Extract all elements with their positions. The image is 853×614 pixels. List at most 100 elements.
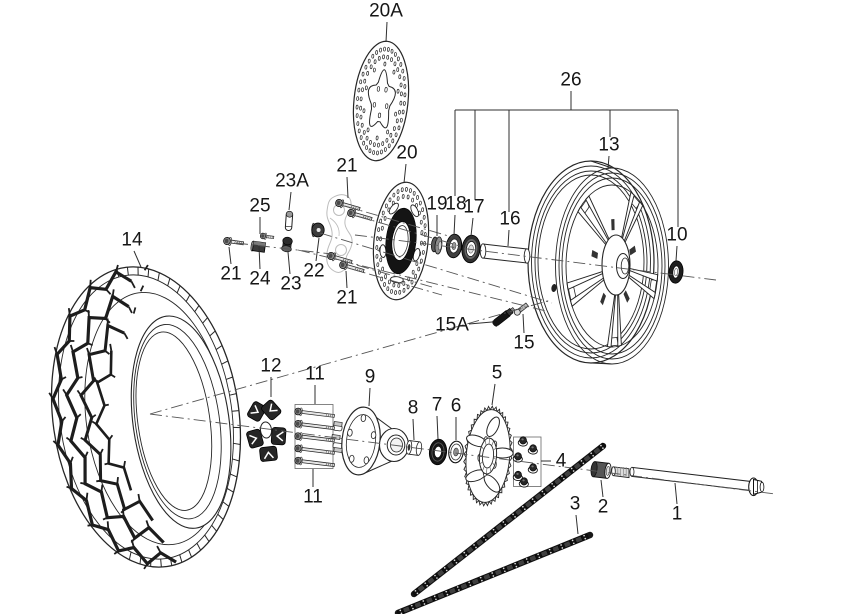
callout-20A: 20A xyxy=(369,1,403,43)
nut-4 xyxy=(512,452,523,463)
wheel-rim xyxy=(527,160,669,365)
callout-10: 10 xyxy=(666,225,688,262)
callout-4: 4 xyxy=(541,451,567,472)
part-number-label: 16 xyxy=(499,209,520,230)
callout-11-bottom: 11 xyxy=(303,469,323,508)
part-number-label: 24 xyxy=(249,269,271,290)
bolt-11 xyxy=(294,407,335,418)
leader-line xyxy=(491,383,496,406)
part-number-label: 23A xyxy=(275,171,309,192)
bushing-23 xyxy=(281,236,293,253)
callout-11-top: 11 xyxy=(305,364,325,404)
part-number-label: 3 xyxy=(570,494,581,515)
bearing-18 xyxy=(445,233,463,259)
part-number-label: 17 xyxy=(463,197,484,218)
callout-20: 20 xyxy=(396,143,418,184)
part-number-label: 5 xyxy=(492,363,503,384)
part-number-label: 11 xyxy=(305,364,325,385)
part-number-label: 13 xyxy=(598,135,619,156)
callout-19: 19 xyxy=(426,194,448,236)
leader-line xyxy=(287,251,291,275)
part-number-label: 20 xyxy=(396,143,417,164)
leader-line xyxy=(522,313,525,334)
part-number-label: 20A xyxy=(369,1,403,22)
callout-12: 12 xyxy=(260,356,282,397)
part-number-label: 15 xyxy=(513,333,534,354)
part-number-label: 18 xyxy=(445,194,466,215)
leader-line xyxy=(453,214,456,236)
chain-run-lower xyxy=(394,531,594,614)
part-number-label: 19 xyxy=(426,194,447,215)
callout-9: 9 xyxy=(365,367,376,407)
bolt-11 xyxy=(294,444,335,455)
callout-7: 7 xyxy=(432,395,443,440)
callout-1: 1 xyxy=(672,482,682,525)
callout-26: 26 xyxy=(454,70,679,227)
spacer-2 xyxy=(590,461,612,479)
callout-22: 22 xyxy=(303,237,325,282)
leader-line xyxy=(674,482,678,505)
callout-23A: 23A xyxy=(275,171,309,211)
bolt-21 xyxy=(347,209,373,221)
screw-15 xyxy=(513,302,529,316)
bolt-11 xyxy=(294,419,335,431)
hub-9 xyxy=(331,406,410,476)
leader-line xyxy=(228,246,232,265)
leader-line xyxy=(385,21,388,43)
nut-4 xyxy=(517,436,528,447)
nut-4 xyxy=(518,477,529,488)
callout-21-left: 21 xyxy=(220,246,242,285)
pin-23a xyxy=(284,210,294,231)
brake-disc-20a xyxy=(352,40,410,162)
part-number-label: 21 xyxy=(336,288,357,309)
part-number-label: 25 xyxy=(249,196,270,217)
callout-15A: 15A xyxy=(435,315,493,336)
part-number-label: 11 xyxy=(303,487,323,508)
part-number-label: 6 xyxy=(451,396,462,417)
callout-21-top: 21 xyxy=(336,156,358,199)
bearing-17 xyxy=(461,234,481,264)
callout-15: 15 xyxy=(513,313,535,354)
leader-line xyxy=(403,163,407,184)
center-lines xyxy=(149,205,776,495)
bolt-11 xyxy=(294,432,335,443)
leader-line xyxy=(436,415,439,440)
nut-4 xyxy=(527,444,538,455)
part-number-label: 15A xyxy=(435,315,469,336)
callout-25: 25 xyxy=(249,196,271,234)
part-number-label: 10 xyxy=(666,225,687,246)
leader-line xyxy=(412,418,415,441)
tire xyxy=(48,264,242,570)
part-number-label: 14 xyxy=(121,230,143,251)
washer-10 xyxy=(668,260,684,284)
part-number-label: 22 xyxy=(303,261,324,282)
callout-13: 13 xyxy=(598,135,620,170)
leader-line xyxy=(507,229,510,247)
callout-8: 8 xyxy=(408,398,418,441)
leader-line xyxy=(368,387,371,407)
callout-23: 23 xyxy=(280,251,302,295)
valve-15a xyxy=(492,307,516,327)
bolt-21 xyxy=(339,261,365,273)
part-number-label: 7 xyxy=(432,395,443,416)
leader-line xyxy=(258,245,261,270)
bolt-25 xyxy=(259,232,275,240)
nut-set-4 xyxy=(512,436,542,488)
callout-24: 24 xyxy=(249,245,271,290)
bolt-11 xyxy=(294,456,335,467)
leader-line xyxy=(675,245,678,262)
part-number-label: 4 xyxy=(556,451,567,472)
callout-17: 17 xyxy=(463,197,485,237)
part-number-label: 26 xyxy=(560,70,581,91)
callout-2: 2 xyxy=(598,479,608,518)
leader-line xyxy=(315,237,320,262)
bolt-21 xyxy=(335,199,361,211)
part-number-label: 9 xyxy=(365,367,376,388)
axle-1 xyxy=(611,466,765,497)
cush-drive-12 xyxy=(246,399,287,462)
sprocket-5 xyxy=(463,405,514,507)
leader-line xyxy=(133,250,142,268)
callout-5: 5 xyxy=(491,363,503,406)
